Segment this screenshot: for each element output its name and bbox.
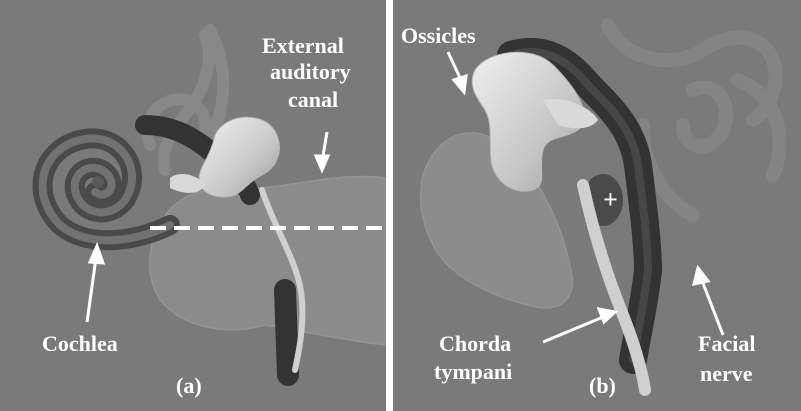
label-facial-line1: Facial xyxy=(698,332,755,356)
plus-marker: + xyxy=(603,188,618,212)
label-external-line2: auditory xyxy=(270,60,351,84)
panel-b: + Ossicles Chorda tympani Facial nerve (… xyxy=(393,0,801,411)
label-external-line1: External xyxy=(262,34,344,58)
label-chorda-line1: Chorda xyxy=(439,332,511,356)
cochlea-shape xyxy=(43,138,170,240)
panel-a-tag: (a) xyxy=(176,374,202,398)
panel-b-tag: (b) xyxy=(589,374,616,398)
label-chorda-line2: tympani xyxy=(434,360,512,384)
label-external-line3: canal xyxy=(288,88,338,112)
label-cochlea: Cochlea xyxy=(42,332,118,356)
label-facial-line2: nerve xyxy=(700,362,753,386)
panel-a: External auditory canal Cochlea (a) xyxy=(0,0,386,411)
label-ossicles: Ossicles xyxy=(401,24,476,48)
facial-nerve-lower xyxy=(285,290,288,375)
